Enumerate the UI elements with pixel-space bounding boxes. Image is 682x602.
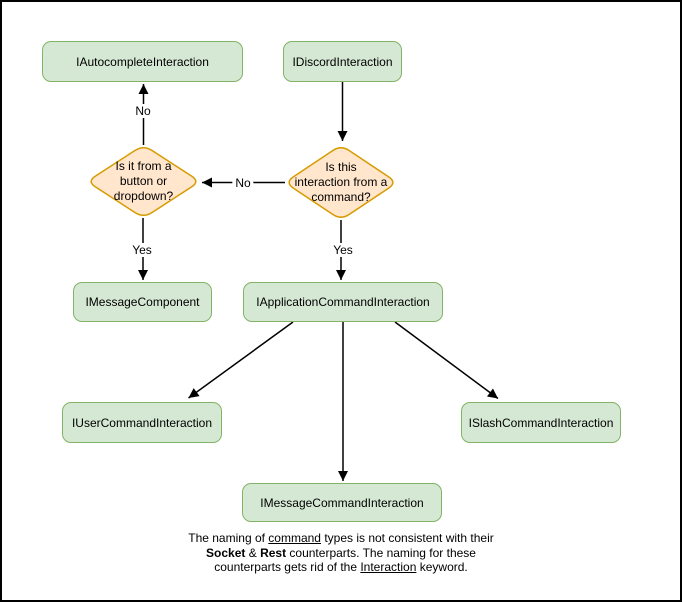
connector-application-to-slash-command bbox=[394, 321, 499, 400]
note-line2-post: counterparts. The naming for these bbox=[286, 545, 476, 560]
node-discord-interaction: IDiscordInteraction bbox=[283, 41, 402, 82]
decision-component-label-line3: dropdown? bbox=[113, 189, 174, 203]
note-text: The naming of command types is not consi… bbox=[159, 531, 523, 575]
note-line-3: counterparts gets rid of the Interaction… bbox=[159, 560, 523, 575]
note-line-1: The naming of command types is not consi… bbox=[159, 531, 523, 546]
decision-command-label-line1: Is this bbox=[325, 160, 357, 174]
note-line2-bold-rest: Rest bbox=[260, 545, 287, 560]
decision-command-label-line3: command? bbox=[311, 190, 371, 204]
note-line1-post: types is not consistent with their bbox=[320, 531, 494, 545]
decision-component-label-line2: button or bbox=[119, 174, 168, 188]
note-line3-post: keyword. bbox=[416, 560, 468, 575]
note-line1-underlined-command: command bbox=[268, 531, 321, 545]
edge-label-no-to-component-decision: No bbox=[232, 176, 254, 190]
decision-component-label-line1: Is it from a bbox=[115, 159, 172, 173]
node-slash-command-interaction: ISlashCommandInteraction bbox=[461, 402, 621, 443]
decision-component-label: Is it from a button or dropdown? bbox=[96, 159, 191, 204]
decision-component-diamond bbox=[90, 146, 197, 217]
node-message-command-interaction: IMessageCommandInteraction bbox=[242, 483, 442, 522]
note-line1-pre: The naming of bbox=[188, 531, 269, 545]
note-line3-pre: counterparts gets rid of the bbox=[214, 560, 361, 575]
decision-command-label: Is this interaction from a command? bbox=[287, 160, 395, 205]
node-message-component: IMessageComponent bbox=[73, 282, 212, 322]
note-line3-underlined-interaction: Interaction bbox=[360, 560, 417, 575]
edge-label-yes-to-application-command: Yes bbox=[330, 243, 356, 257]
note-line-2: Socket & Rest counterparts. The naming f… bbox=[159, 546, 523, 561]
decision-command-diamond bbox=[288, 147, 394, 218]
note-line2-bold-socket: Socket bbox=[206, 545, 246, 560]
node-autocomplete-interaction: IAutocompleteInteraction bbox=[42, 41, 243, 82]
decision-command-label-line2: interaction from a bbox=[294, 175, 388, 189]
edge-label-no-to-autocomplete: No bbox=[132, 104, 154, 118]
edge-label-yes-to-message-component: Yes bbox=[129, 243, 155, 257]
node-user-command-interaction: IUserCommandInteraction bbox=[62, 402, 222, 443]
note-line2-mid: & bbox=[245, 545, 261, 560]
connector-application-to-user-command bbox=[188, 321, 294, 399]
node-application-command-interaction: IApplicationCommandInteraction bbox=[243, 282, 443, 322]
